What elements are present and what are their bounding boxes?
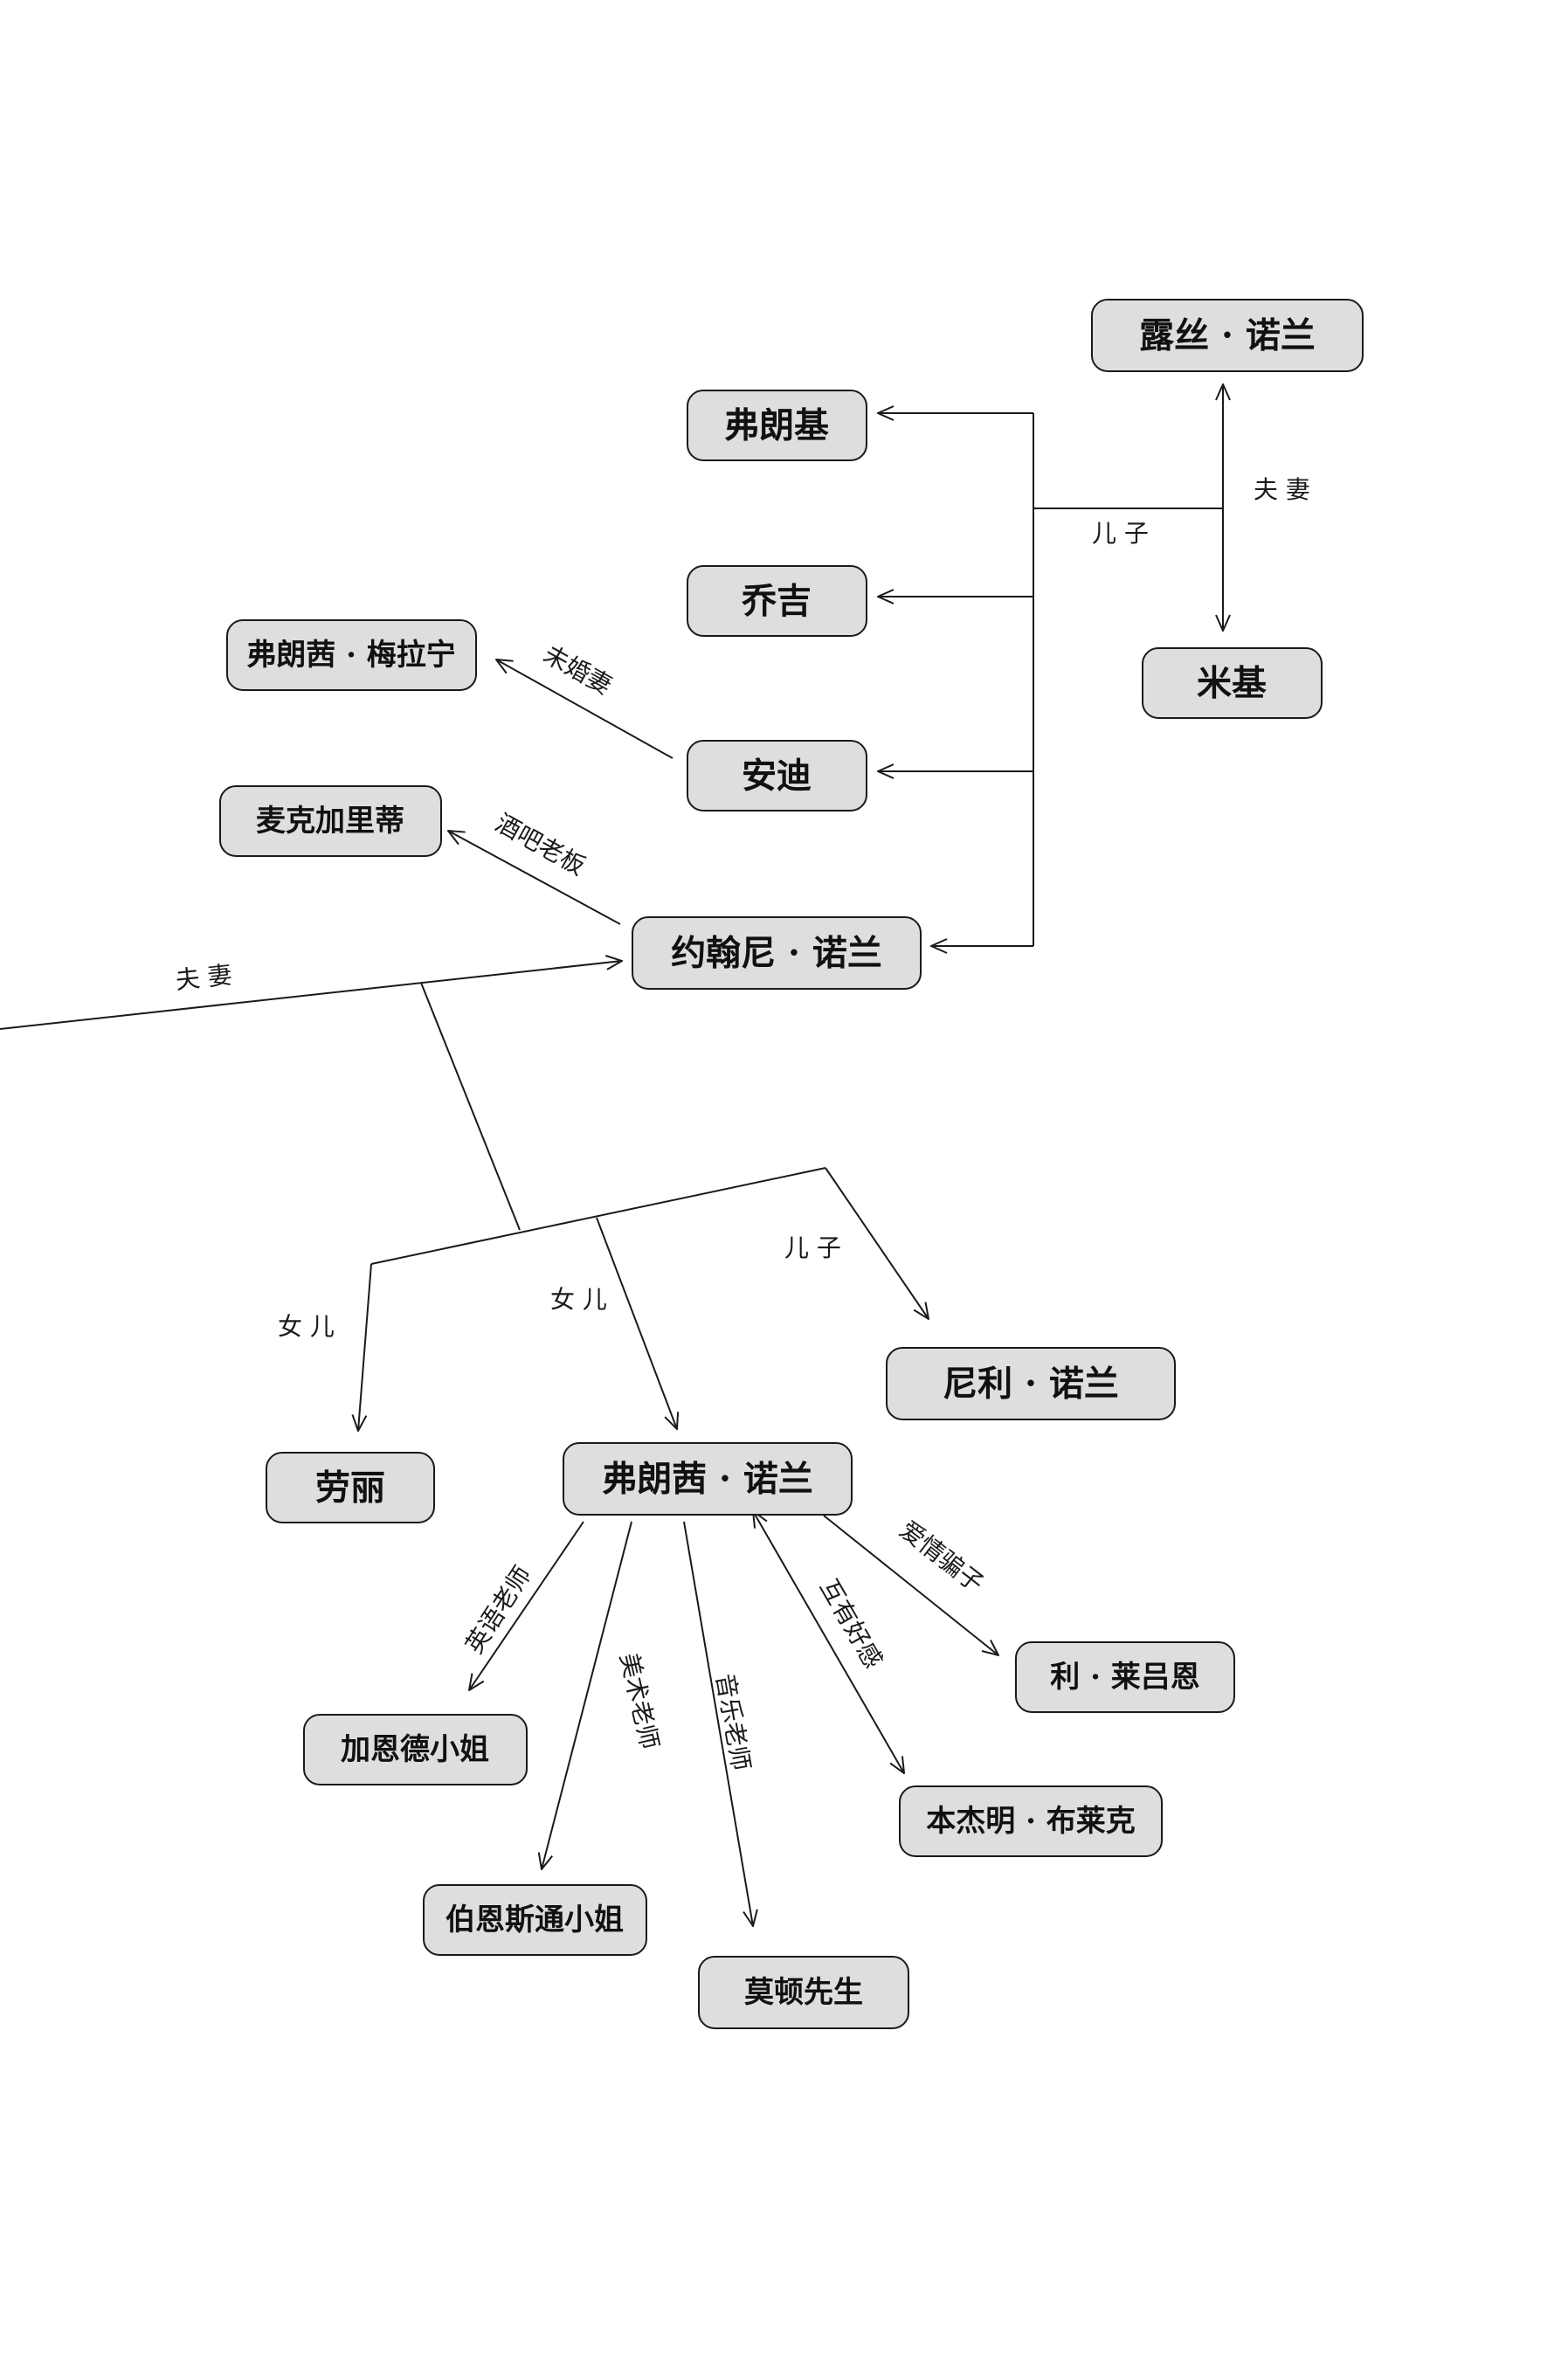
node-label-lusi: 露丝 · 诺兰 (1139, 315, 1316, 356)
node-label-laoli: 劳丽 (315, 1468, 385, 1509)
node-label-fulangji: 弗朗基 (724, 405, 829, 446)
edge-label-nver-left: 女 儿 (278, 1312, 335, 1341)
english-teacher-arrow (469, 1521, 584, 1690)
node-label-boensitong: 伯恩斯通小姐 (446, 1903, 624, 1937)
node-yuehanni: 约翰尼 · 诺兰 (632, 916, 922, 990)
node-boensitong: 伯恩斯通小姐 (423, 1884, 647, 1956)
children-bar-line (370, 1167, 826, 1265)
node-label-miji: 米基 (1197, 663, 1267, 704)
node-laoli: 劳丽 (266, 1452, 435, 1523)
node-label-andi: 安迪 (742, 756, 812, 797)
node-fulangxi-nuolan: 弗朗茜 · 诺兰 (563, 1442, 853, 1516)
node-label-nili: 尼利 · 诺兰 (943, 1364, 1119, 1405)
node-li-laiyuen: 利 · 莱吕恩 (1015, 1641, 1235, 1713)
edge-label-aiqing: 爱情骗子 (895, 1516, 990, 1599)
node-nili: 尼利 · 诺兰 (886, 1347, 1176, 1420)
node-lusi: 露丝 · 诺兰 (1091, 299, 1364, 372)
love-swindler-arrow (823, 1515, 998, 1655)
bar-owner-arrow (448, 831, 621, 925)
art-teacher-arrow (542, 1521, 632, 1869)
edge-label-erzi-mid: 儿 子 (784, 1233, 841, 1262)
node-label-fulangxi-nuolan: 弗朗茜 · 诺兰 (602, 1459, 813, 1500)
edge-label-yingyu: 英语老师 (459, 1561, 537, 1659)
node-andi: 安迪 (687, 740, 867, 812)
edge-label-huyou: 互有好感 (814, 1574, 888, 1674)
node-label-fulangxi-meilaning: 弗朗茜 · 梅拉宁 (246, 638, 456, 673)
fiancee-arrow (496, 660, 673, 759)
edge-label-fuqi-top: 夫 妻 (1254, 475, 1310, 504)
node-label-benjieming: 本杰明 · 布莱克 (926, 1804, 1136, 1839)
node-label-yuehanni: 约翰尼 · 诺兰 (671, 933, 882, 974)
mutual-affection-arrow (753, 1511, 904, 1773)
node-label-qiaoji: 乔吉 (742, 581, 812, 622)
children-stem-line (420, 982, 521, 1231)
edge-label-weihunqi: 未婚妻 (539, 639, 617, 701)
node-label-li-laiyuen: 利 · 莱吕恩 (1050, 1660, 1200, 1695)
daughter-arrow-laoli (358, 1263, 372, 1431)
node-label-moton: 莫顿先生 (744, 1975, 863, 2010)
node-maikejialidi: 麦克加里蒂 (219, 785, 442, 857)
node-fulangji: 弗朗基 (687, 390, 867, 461)
node-label-jiaende: 加恩德小姐 (341, 1732, 489, 1767)
son-arrow-nili (825, 1167, 929, 1319)
edges (0, 384, 1223, 1926)
node-moton: 莫顿先生 (698, 1956, 909, 2029)
edge-label-yinyue: 音乐老师 (710, 1671, 756, 1772)
edge-label-nver-mid: 女 儿 (550, 1285, 607, 1314)
node-benjieming: 本杰明 · 布莱克 (899, 1785, 1163, 1857)
music-teacher-arrow (683, 1521, 753, 1926)
edge-label-meishu: 美术老师 (614, 1650, 664, 1752)
node-miji: 米基 (1142, 647, 1323, 719)
edge-label-fuqi-left: 夫 妻 (174, 960, 233, 995)
edge-label-jiuba: 酒吧老板 (491, 808, 591, 881)
node-jiaende: 加恩德小姐 (303, 1714, 528, 1785)
spouse-line-yuehanni (0, 961, 622, 1030)
edge-label-erzi-top: 儿 子 (1092, 519, 1149, 548)
node-qiaoji: 乔吉 (687, 565, 867, 637)
node-label-maikejialidi: 麦克加里蒂 (256, 804, 404, 839)
daughter-arrow-fulangxi (596, 1217, 677, 1429)
node-fulangxi-meilaning: 弗朗茜 · 梅拉宁 (226, 619, 477, 691)
